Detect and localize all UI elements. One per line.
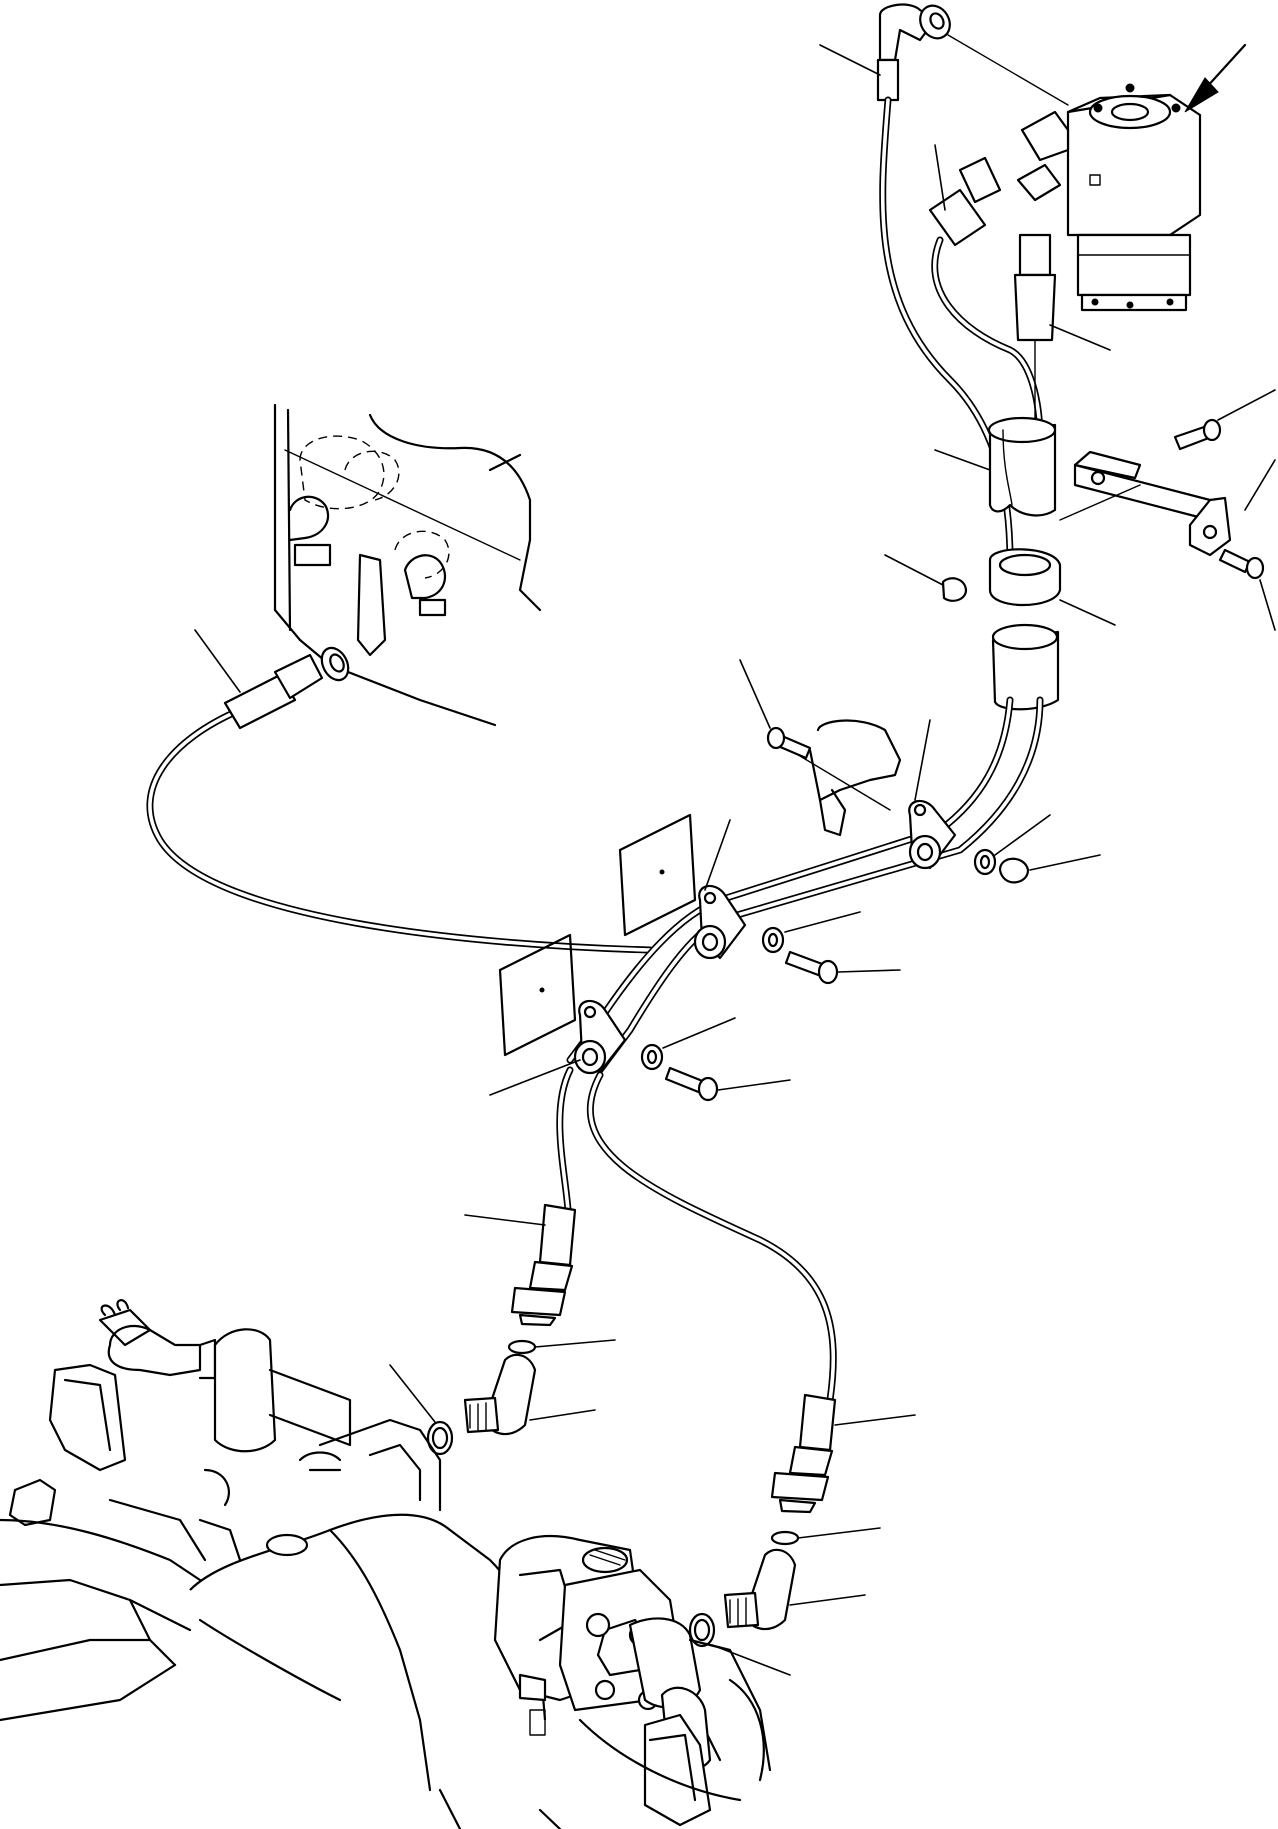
axle-assembly — [0, 1299, 772, 1829]
hose-clamp — [884, 548, 1116, 626]
tube-clamp-3 — [489, 999, 627, 1096]
bracket-bolt-upper — [1173, 389, 1276, 451]
engine-block — [273, 403, 542, 727]
left-hose-end — [464, 1203, 577, 1327]
hose-sleeve-upper — [934, 416, 1057, 517]
frame-bolt-upper — [739, 659, 812, 760]
washer-1 — [973, 814, 1051, 876]
elbow-2 — [723, 1548, 866, 1631]
o-ring-1 — [507, 1339, 616, 1355]
engine-hose-fitting — [194, 629, 350, 730]
bracket-bolt-lower — [1218, 459, 1276, 631]
bolt-2 — [784, 950, 901, 985]
frame-plate-right — [789, 719, 902, 837]
washer-3 — [640, 1017, 736, 1071]
steering-valve — [1016, 43, 1247, 312]
o-ring-2 — [389, 1364, 454, 1456]
middle-hose-fitting — [928, 144, 1002, 247]
elbow-1 — [463, 1353, 596, 1436]
o-ring-3 — [770, 1527, 881, 1546]
frame-plate-lower — [498, 933, 577, 1057]
washer-2 — [761, 911, 861, 954]
nut-1 — [998, 854, 1101, 884]
o-ring-4 — [688, 1612, 791, 1676]
tube-clamp-2 — [693, 819, 747, 960]
upper-elbow-fitting — [819, 3, 1069, 106]
right-hose-end — [770, 1393, 916, 1514]
valve-outlet-fitting — [1013, 233, 1111, 421]
bolt-3 — [664, 1066, 791, 1102]
hose-sleeve-lower — [991, 623, 1060, 711]
tube-clamp-1 — [908, 719, 957, 870]
engine-hose — [146, 706, 654, 954]
frame-plate-middle — [618, 813, 697, 937]
support-bracket — [1059, 450, 1232, 557]
axle-hoses — [556, 1066, 837, 1404]
